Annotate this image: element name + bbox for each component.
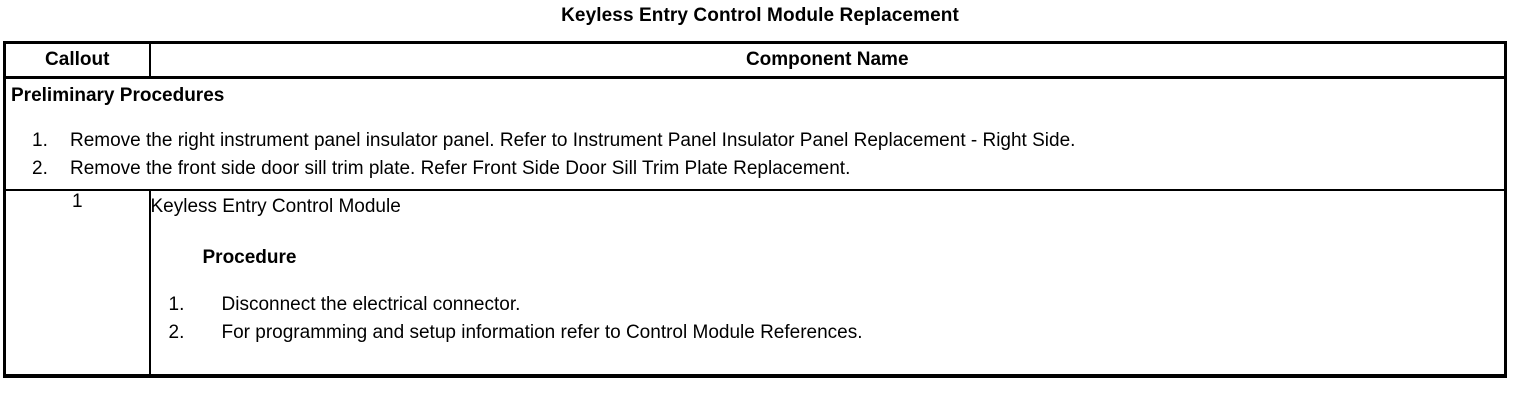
preliminary-procedures-heading: Preliminary Procedures — [11, 85, 225, 106]
table-header-row: Callout Component Name — [4, 42, 1506, 79]
page-title: Keyless Entry Control Module Replacement — [561, 5, 959, 26]
column-header-callout: Callout — [4, 42, 151, 79]
procedure-table: Callout Component Name Preliminary Proce… — [3, 41, 1507, 379]
callout-number: 1 — [4, 190, 151, 377]
procedure-heading: Procedure — [202, 246, 297, 268]
list-item-text: For programming and setup information re… — [221, 321, 863, 343]
list-item: 2. Remove the front side door sill trim … — [6, 155, 1504, 183]
table-row: 1 Keyless Entry Control Module Procedure… — [4, 190, 1506, 377]
list-item: 1. Disconnect the electrical connector. — [151, 291, 1505, 319]
column-header-component-name: Component Name — [149, 42, 1506, 79]
list-item: 1. Remove the right instrument panel ins… — [6, 127, 1504, 155]
list-item-text: Remove the right instrument panel insula… — [70, 129, 1076, 151]
list-item: 2. For programming and setup information… — [151, 319, 1505, 347]
preliminary-procedures-cell: Preliminary Procedures 1. Remove the rig… — [4, 77, 1506, 192]
list-item-text: Remove the front side door sill trim pla… — [70, 157, 851, 179]
preliminary-procedures-row: Preliminary Procedures 1. Remove the rig… — [4, 77, 1506, 192]
list-item-number: 2. — [168, 321, 185, 343]
component-name: Keyless Entry Control Module — [150, 196, 401, 218]
list-item-text: Disconnect the electrical connector. — [221, 293, 521, 315]
preliminary-procedures-list: 1. Remove the right instrument panel ins… — [6, 107, 1504, 183]
list-item-number: 1. — [168, 293, 185, 315]
list-item-number: 1. — [32, 129, 48, 151]
list-item-number: 2. — [32, 157, 48, 179]
component-cell: Keyless Entry Control Module Procedure 1… — [150, 190, 1506, 376]
procedure-list: 1. Disconnect the electrical connector. … — [151, 269, 1505, 347]
